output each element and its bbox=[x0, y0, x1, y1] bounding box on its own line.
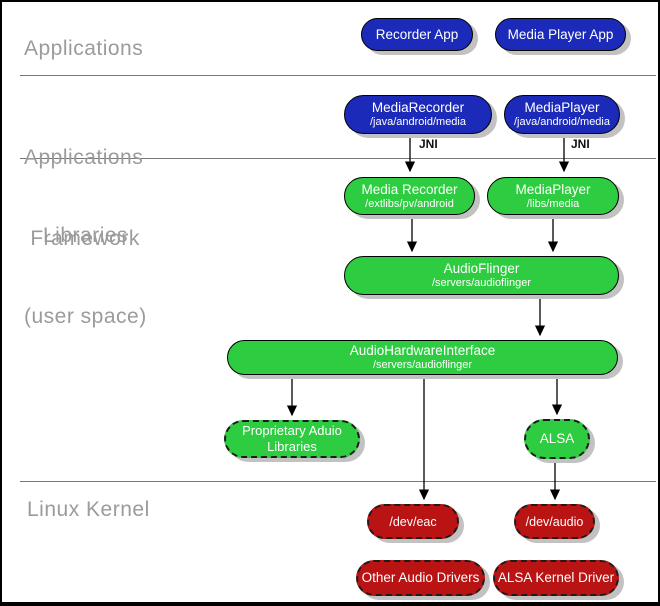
node-label: Media Player App bbox=[507, 26, 614, 42]
node-label: MediaPlayer bbox=[515, 181, 591, 197]
section-label-libraries: Libraries (user space) bbox=[24, 168, 147, 384]
node-mediaplayer-framework: MediaPlayer /java/android/media bbox=[504, 95, 620, 134]
node-label: /dev/eac bbox=[389, 514, 437, 529]
node-recorder-app: Recorder App bbox=[361, 18, 473, 51]
node-label: /dev/audio bbox=[525, 514, 584, 529]
divider-libraries-kernel bbox=[20, 481, 656, 482]
node-label: MediaRecorder bbox=[371, 100, 465, 115]
node-label: Other Audio Drivers bbox=[361, 570, 480, 585]
node-label: Recorder App bbox=[375, 26, 459, 42]
node-path: /libs/media bbox=[526, 197, 580, 210]
divider-applications-framework bbox=[20, 75, 656, 76]
node-path: /java/android/media bbox=[513, 116, 610, 128]
node-label: ALSA Kernel Driver bbox=[497, 570, 615, 585]
section-label-framework-line1: Applications bbox=[24, 146, 144, 169]
node-audiohardwareinterface: AudioHardwareInterface /servers/audiofli… bbox=[227, 340, 618, 375]
node-dev-eac: /dev/eac bbox=[367, 504, 459, 539]
node-media-recorder-lib: Media Recorder /extlibs/pv/android bbox=[344, 177, 475, 215]
section-label-libraries-line2: (user space) bbox=[24, 305, 147, 328]
node-label: Media Recorder bbox=[361, 181, 458, 197]
node-path: /java/android/media bbox=[369, 116, 466, 128]
section-label-framework-line2: Framework bbox=[24, 227, 140, 250]
node-media-player-app: Media Player App bbox=[495, 18, 626, 51]
node-alsa: ALSA bbox=[524, 419, 590, 459]
node-alsa-kernel-driver: ALSA Kernel Driver bbox=[493, 560, 619, 596]
node-label: AudioHardwareInterface bbox=[349, 343, 496, 358]
divider-framework-libraries bbox=[20, 158, 656, 159]
node-path: /servers/audioflinger bbox=[372, 359, 473, 371]
node-dev-audio: /dev/audio bbox=[514, 504, 595, 539]
section-label-libraries-line1: Libraries bbox=[24, 224, 129, 247]
node-mediarecorder-framework: MediaRecorder /java/android/media bbox=[344, 95, 492, 134]
node-label: ALSA bbox=[539, 431, 575, 446]
section-label-linux-kernel: Linux Kernel bbox=[27, 498, 150, 521]
node-label: MediaPlayer bbox=[524, 100, 600, 115]
node-label: Proprietary Aduio Libraries bbox=[242, 423, 342, 454]
node-path: /extlibs/pv/android bbox=[365, 197, 454, 210]
node-other-audio-drivers: Other Audio Drivers bbox=[356, 560, 485, 596]
node-path: /servers/audioflinger bbox=[431, 277, 532, 289]
section-label-applications-framework: Applications Framework bbox=[24, 90, 143, 306]
node-mediaplayer-lib: MediaPlayer /libs/media bbox=[487, 177, 619, 215]
node-label: AudioFlinger bbox=[443, 261, 520, 276]
jni-label-right: JNI bbox=[571, 137, 590, 151]
section-label-applications: Applications bbox=[24, 37, 144, 60]
node-audioflinger: AudioFlinger /servers/audioflinger bbox=[344, 256, 619, 295]
node-proprietary-audio-libraries: Proprietary Aduio Libraries bbox=[224, 420, 360, 458]
jni-label-left: JNI bbox=[419, 137, 438, 151]
